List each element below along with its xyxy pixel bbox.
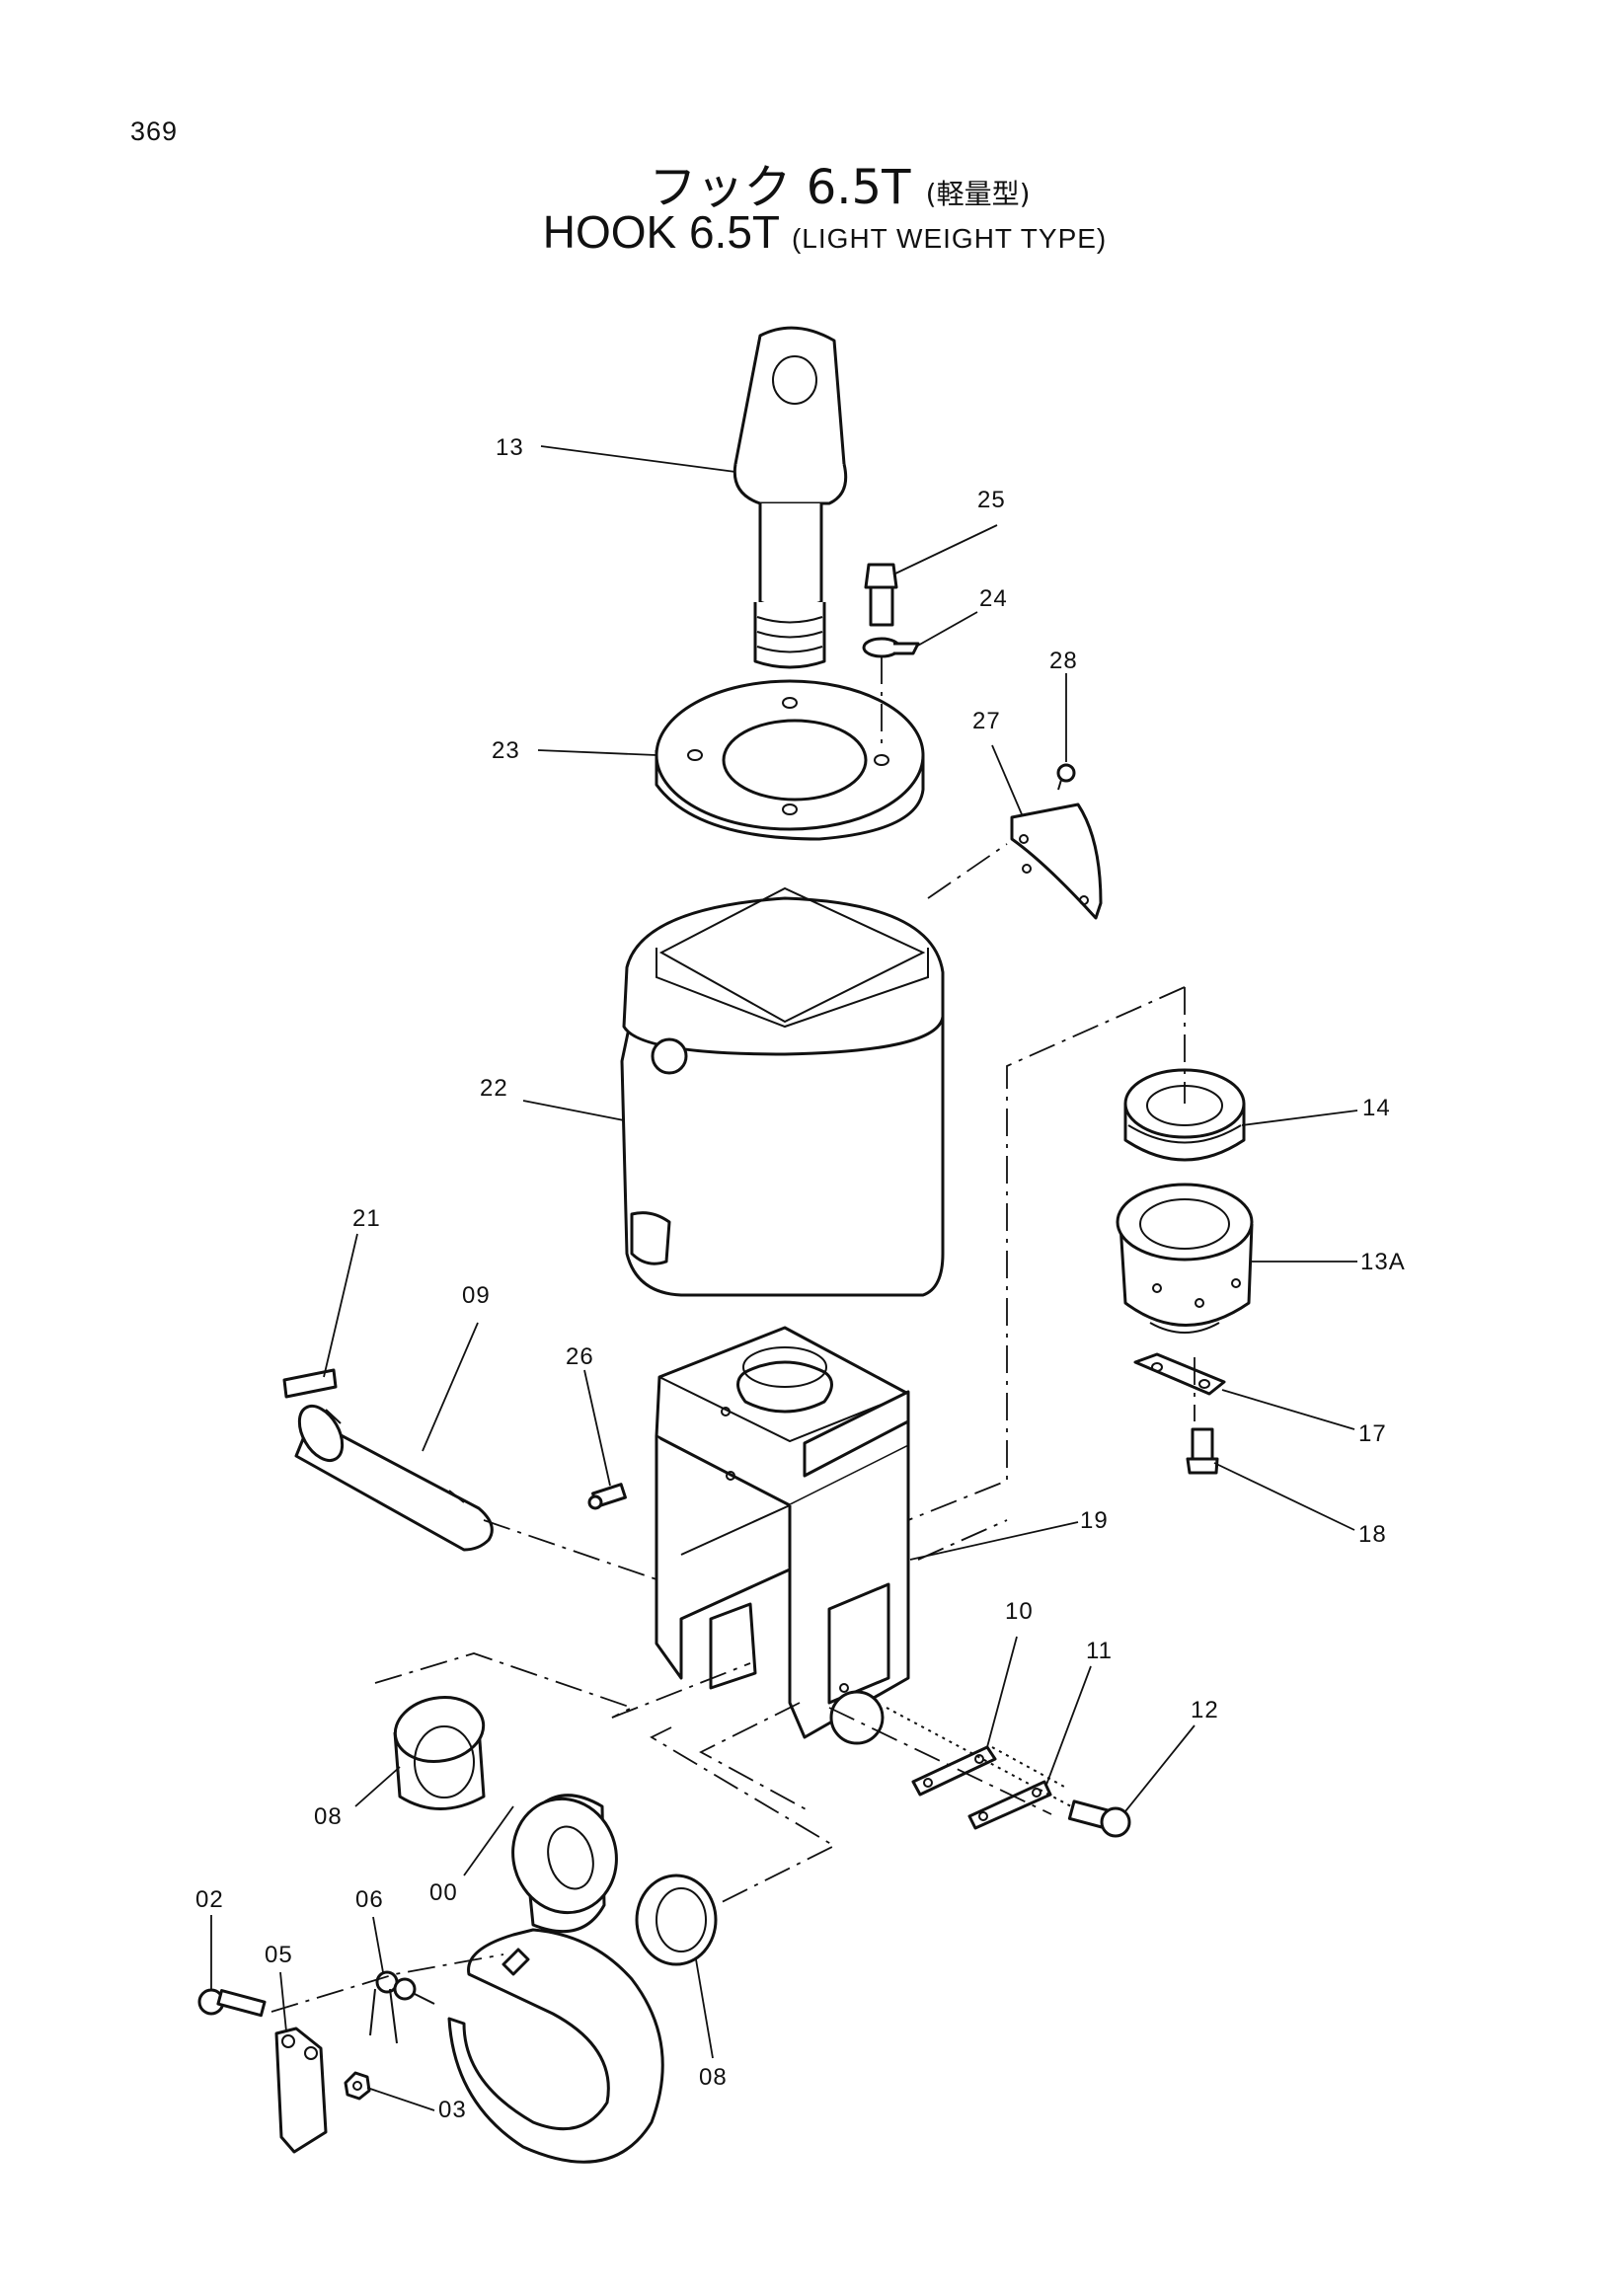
- part-00-hook: [447, 1794, 664, 2164]
- callout-13A: 13A: [1360, 1249, 1406, 1275]
- callout-11: 11: [1086, 1638, 1113, 1664]
- callout-10: 10: [1005, 1598, 1034, 1625]
- title-en-main: HOOK 6.5T: [542, 206, 780, 258]
- callout-12: 12: [1191, 1697, 1219, 1723]
- part-02-bolt: [197, 1988, 267, 2018]
- centre-lines: [270, 656, 1196, 2013]
- callout-labels: 13 25 24 28 27 23 22 14 13A 21 09 26 17 …: [195, 434, 1406, 2123]
- callout-08-upper: 08: [314, 1803, 343, 1830]
- callout-21: 21: [352, 1205, 381, 1232]
- part-28-grease-nipple: [1056, 763, 1076, 791]
- callout-24: 24: [979, 585, 1008, 612]
- callout-14: 14: [1362, 1095, 1391, 1121]
- part-05-latch: [274, 2027, 328, 2154]
- part-26-grease-nipple: [587, 1483, 627, 1510]
- title-japanese: フック 6.5T (軽量型): [0, 148, 1620, 217]
- part-19-bracket: [655, 1326, 910, 1745]
- part-09-pin: [294, 1405, 494, 1552]
- part-08-bushing-lower: [635, 1874, 718, 1966]
- part-17-lock-plate: [1133, 1352, 1226, 1396]
- part-12-bolt: [1067, 1799, 1131, 1838]
- part-10-plate: [911, 1745, 997, 1797]
- callout-26: 26: [566, 1343, 594, 1370]
- title-english: HOOK 6.5T (LIGHT WEIGHT TYPE): [0, 205, 1620, 259]
- part-13-eye-bolt: [733, 326, 848, 669]
- callout-22: 22: [480, 1075, 508, 1102]
- title-en-sub: (LIGHT WEIGHT TYPE): [791, 223, 1108, 254]
- callout-13: 13: [496, 434, 524, 461]
- callout-27: 27: [972, 708, 1001, 734]
- callout-03: 03: [438, 2097, 467, 2123]
- title-jp-sub: (軽量型): [925, 178, 1031, 210]
- callout-08-lower: 08: [699, 2064, 728, 2091]
- callout-23: 23: [492, 737, 520, 764]
- callout-25: 25: [977, 487, 1006, 513]
- callout-02: 02: [195, 1886, 224, 1913]
- part-08-bushing-upper: [393, 1696, 486, 1810]
- title-jp-main: フック 6.5T: [649, 160, 911, 215]
- part-24-lock-washer: [862, 637, 920, 658]
- page-number: 369: [130, 116, 179, 146]
- callout-09: 09: [462, 1282, 491, 1309]
- part-25-bolt: [864, 563, 898, 627]
- part-13A-nut: [1116, 1183, 1254, 1334]
- callout-18: 18: [1358, 1521, 1387, 1548]
- leader-lines: [210, 445, 1358, 2111]
- callout-00: 00: [429, 1879, 458, 1906]
- part-18-bolt: [1186, 1427, 1219, 1475]
- part-03-nut: [344, 2071, 371, 2101]
- part-27-cover: [1010, 803, 1103, 920]
- part-11-plate: [967, 1780, 1052, 1830]
- callout-17: 17: [1358, 1420, 1387, 1447]
- part-22-housing: [620, 886, 945, 1297]
- part-23-plate: [655, 679, 925, 841]
- part-06-spring: [369, 1970, 435, 2044]
- callout-06: 06: [355, 1886, 384, 1913]
- callout-28: 28: [1049, 648, 1078, 674]
- callout-19: 19: [1080, 1507, 1109, 1534]
- part-21-key: [282, 1368, 338, 1399]
- callout-05: 05: [265, 1942, 293, 1968]
